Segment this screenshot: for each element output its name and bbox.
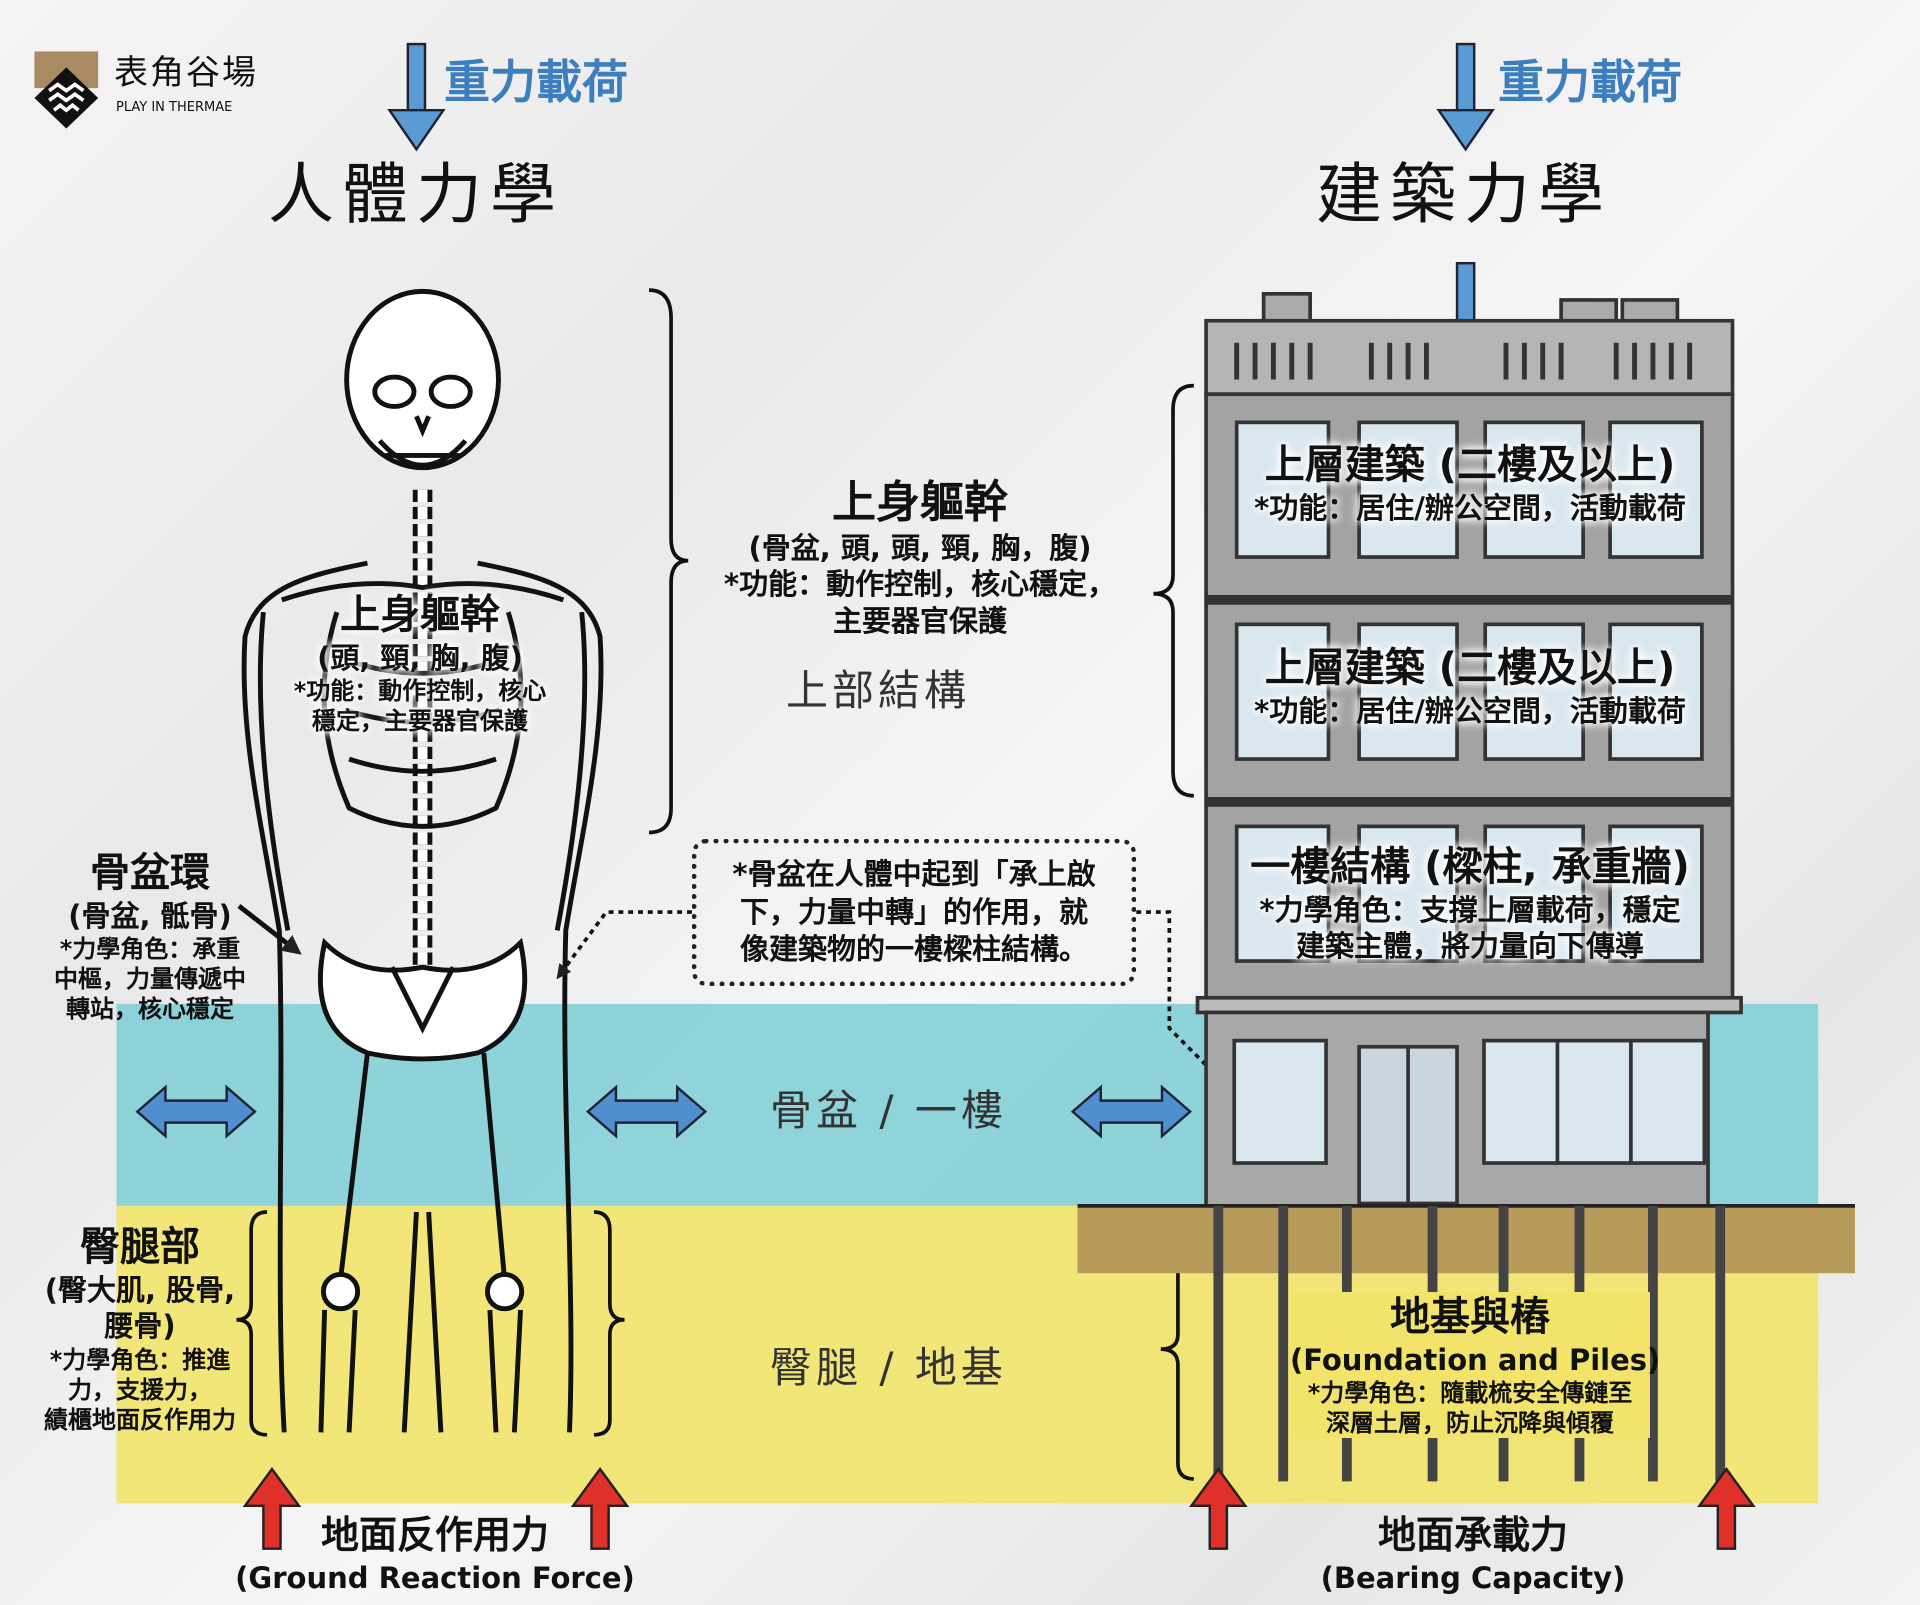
- foundation-en: (Foundation and Piles): [1290, 1343, 1661, 1377]
- building-mechanics-title: 建築力學: [1316, 156, 1612, 233]
- foundation-line2: 深層土層，防止沉降與傾覆: [1326, 1409, 1614, 1438]
- ground-floor-line1: *力學角色：支撐上層載荷，穩定: [1259, 893, 1681, 927]
- torso-parts: (頭, 頸, 胸, 腹): [317, 641, 523, 675]
- legs-line3: 績櫃地面反作用力: [44, 1405, 236, 1434]
- legs-line2: 力，支援力，: [68, 1375, 212, 1404]
- gravity-arrow-right-icon: [1436, 42, 1495, 152]
- legs-brace-right: [593, 1210, 625, 1437]
- logo-name-en: PLAY IN THERMAE: [116, 100, 233, 115]
- legs-brace-left: [236, 1210, 268, 1437]
- ground-force-arrow-icon: [242, 1467, 302, 1550]
- legs-parts2: 腰骨): [104, 1309, 176, 1344]
- note-pointer-right-icon: [1136, 910, 1224, 1083]
- human-mechanics-title: 人體力學: [268, 156, 564, 233]
- logo-icon: [34, 51, 99, 129]
- upper-floor-1-title: 上層建築 (二樓及以上): [1264, 442, 1676, 488]
- bearing-capacity-en: (Bearing Capacity): [1320, 1560, 1626, 1595]
- pelvis-line3: 轉站，核心穩定: [66, 995, 234, 1024]
- note-line: 下，力量中轉」的作用，就: [739, 894, 1088, 929]
- pelvis-line1: *力學角色：承重: [59, 935, 241, 964]
- pelvis-floor-label: 骨盆 / 一樓: [770, 1086, 1007, 1135]
- foundation-line1: *力學角色：隨載梳安全傳鏈至: [1307, 1379, 1633, 1408]
- note-line: 像建築物的一樓樑柱結構。: [739, 932, 1088, 967]
- building-upper-brace: [1153, 383, 1194, 798]
- pelvis-parts: (骨盆, 骶骨): [68, 899, 232, 933]
- upper-floor-1-line: *功能：居住/辦公空間，活動載荷: [1254, 491, 1686, 525]
- legs-line1: *力學角色：推進: [49, 1345, 231, 1374]
- legs-title: 臀腿部: [80, 1224, 200, 1270]
- double-arrow-right-icon: [1070, 1084, 1193, 1139]
- middle-torso-line1: *功能：動作控制，核心穩定，: [723, 567, 1117, 602]
- middle-torso-line2: 主要器官保護: [832, 603, 1007, 638]
- note-line: *骨盆在人體中起到「承上啟: [732, 856, 1096, 891]
- pelvis-pointer-arrow-icon: [237, 904, 302, 955]
- middle-torso-parts: (骨盆, 頭, 頭, 頸, 胸，腹): [748, 531, 1092, 565]
- building-illustration: [1195, 291, 1743, 1208]
- upper-structure-brace: [648, 288, 689, 835]
- ground-floor-line2: 建築主體，將力量向下傳導: [1295, 929, 1644, 964]
- logo-name-zh: 表角谷場: [114, 53, 258, 93]
- note-pointer-left-icon: [556, 910, 692, 980]
- torso-line1: *功能：動作控制，核心: [293, 677, 547, 706]
- double-arrow-middle-icon: [585, 1084, 708, 1139]
- bearing-capacity-zh: 地面承載力: [1377, 1513, 1568, 1557]
- ground-reaction-zh: 地面反作用力: [320, 1513, 549, 1557]
- double-arrow-left-icon: [135, 1084, 257, 1139]
- torso-title: 上身軀幹: [340, 592, 500, 638]
- upper-structure-label: 上部結構: [786, 666, 971, 715]
- gravity-load-label-left: 重力載荷: [444, 55, 628, 109]
- ground-reaction-en: (Ground Reaction Force): [235, 1560, 635, 1595]
- pelvis-line2: 中樞，力量傳遞中: [54, 965, 246, 994]
- skeleton-illustration: [241, 288, 604, 1433]
- foundation-title: 地基與樁: [1390, 1294, 1550, 1340]
- ground-force-arrow-icon: [570, 1467, 630, 1550]
- legs-foundation-label: 臀腿 / 地基: [770, 1343, 1007, 1392]
- ground-floor-title: 一樓結構 (樑柱, 承重牆): [1250, 844, 1690, 890]
- gravity-arrow-left-icon: [387, 42, 446, 152]
- upper-floor-2-title: 上層建築 (二樓及以上): [1264, 645, 1676, 691]
- note-box: *骨盆在人體中起到「承上啟下，力量中轉」的作用，就像建築物的一樓樑柱結構。: [692, 839, 1136, 986]
- bearing-arrow-icon: [1188, 1467, 1248, 1550]
- soil-layer: [1077, 1205, 1855, 1274]
- bearing-arrow-icon: [1697, 1467, 1756, 1550]
- pelvis-title: 骨盆環: [90, 850, 210, 896]
- gravity-load-label-right: 重力載荷: [1498, 55, 1682, 109]
- legs-parts1: (臀大肌, 股骨,: [44, 1273, 236, 1307]
- torso-line2: 穩定，主要器官保護: [312, 707, 528, 736]
- middle-torso-title: 上身軀幹: [832, 477, 1008, 528]
- upper-floor-2-line: *功能：居住/辦公空間，活動載荷: [1254, 694, 1686, 728]
